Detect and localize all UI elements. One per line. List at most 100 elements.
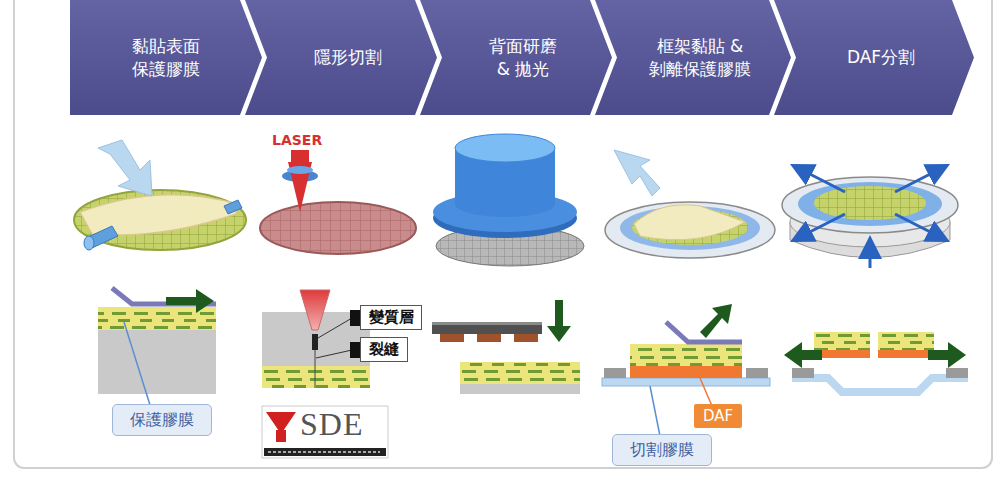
logo-text: SDE xyxy=(300,406,363,443)
frame-mount-illustration-part xyxy=(634,205,745,240)
expand-cross-section-part xyxy=(814,350,870,358)
expander-illustration-part xyxy=(798,214,845,238)
laser-wafer-illustration-part xyxy=(260,202,416,254)
expander-illustration-part xyxy=(798,182,942,226)
wafer-tape-illustration-part xyxy=(80,195,238,235)
grind-cross-section xyxy=(432,300,580,394)
laser-cross-section-part xyxy=(350,342,360,358)
laser-cross-section-part xyxy=(315,350,316,388)
grind-cross-section-part xyxy=(460,384,580,394)
layer-tag: 保護膠膜 xyxy=(112,404,212,436)
grinder-illustration xyxy=(433,134,584,266)
chevron-fill xyxy=(245,0,437,115)
text-holder: DAF分割 xyxy=(774,0,974,115)
sde-logo-part xyxy=(276,430,286,442)
chevron-shape xyxy=(595,0,791,115)
expander-illustration-part xyxy=(814,186,926,220)
expander-illustration-part xyxy=(895,214,942,238)
laser-wafer-illustration-part xyxy=(288,162,312,212)
text-holder: 裂縫 xyxy=(361,338,407,361)
tape-cross-section xyxy=(98,288,216,405)
mount-cross-section-part xyxy=(700,304,732,338)
callout-text: 保護膠膜 xyxy=(130,410,194,431)
expand-cross-section-part xyxy=(946,368,968,378)
wafer-tape-illustration-part xyxy=(224,200,242,214)
laser-cross-section-part xyxy=(316,350,352,358)
callout-box: 變質層 xyxy=(360,305,422,330)
step-chevron: 背面研磨 & 拋光 xyxy=(420,0,612,115)
expand-cross-section-part xyxy=(792,378,968,392)
grind-cross-section-part xyxy=(432,322,542,334)
frame-mount-illustration-part xyxy=(605,202,775,258)
mount-cross-section-part xyxy=(700,378,712,406)
sde-logo-part xyxy=(268,451,380,453)
text-holder: 背面研磨 & 拋光 xyxy=(420,0,612,115)
chevron-fill xyxy=(420,0,612,115)
mount-cross-section-part xyxy=(630,366,742,378)
expand-cross-section-part xyxy=(878,332,934,350)
grind-cross-section-part xyxy=(432,322,542,325)
grind-cross-section-part xyxy=(440,334,464,342)
laser-wafer-illustration xyxy=(260,150,416,254)
frame-mount-illustration-part xyxy=(614,150,660,196)
expander-illustration-part xyxy=(869,244,872,268)
step-chevron: 黏貼表面 保護膠膜 xyxy=(70,0,262,115)
step-title: 背面研磨 & 拋光 xyxy=(483,35,563,81)
wafer-tape-illustration xyxy=(74,140,246,250)
callout-text: 切割膠膜 xyxy=(630,440,694,461)
callout-text: 裂縫 xyxy=(369,340,399,359)
wafer-tape-illustration-part xyxy=(98,140,152,196)
grinder-illustration-part xyxy=(455,191,555,217)
wafer-tape-illustration-part xyxy=(74,190,246,250)
text-holder: 切割膠膜 xyxy=(613,435,711,465)
sde-logo-part xyxy=(264,448,386,456)
chevron-fill xyxy=(774,0,974,115)
grinder-illustration-part xyxy=(455,134,555,162)
tape-cross-section-part xyxy=(98,330,216,394)
chevron-shape xyxy=(70,0,262,115)
grind-cross-section-part xyxy=(477,334,501,342)
chevron-fill xyxy=(595,0,791,115)
grinder-illustration-part xyxy=(433,192,577,232)
chevron-fill xyxy=(70,0,262,115)
laser-wafer-illustration-part xyxy=(291,150,309,162)
callout-box: 裂縫 xyxy=(360,337,408,362)
laser-cross-section-part xyxy=(262,366,370,388)
laser-cross-section-part xyxy=(318,318,352,338)
expander-illustration-part xyxy=(782,177,958,233)
expander-illustration xyxy=(782,168,958,268)
laser-cross-section xyxy=(262,290,370,388)
chevron-shape xyxy=(420,0,612,115)
tape-cross-section-part xyxy=(124,322,150,405)
step-title: DAF分割 xyxy=(826,46,936,69)
text-holder: 保護膠膜 xyxy=(113,405,211,435)
expand-cross-section-part xyxy=(792,368,814,378)
mount-cross-section-part xyxy=(604,368,626,378)
sde-logo-part xyxy=(262,406,388,458)
text-holder: 框架黏貼 & 剝離保護膠膜 xyxy=(595,0,791,115)
tape-cross-section-part xyxy=(166,289,214,313)
layer-tag: 切割膠膜 xyxy=(612,434,712,466)
mount-cross-section-part xyxy=(650,386,660,436)
step-chevron: DAF分割 xyxy=(774,0,974,115)
step-chevron: 框架黏貼 & 剝離保護膠膜 xyxy=(595,0,791,115)
text-holder: 隱形切割 xyxy=(245,0,437,115)
laser-label: LASER xyxy=(272,132,322,148)
grind-cross-section-part xyxy=(460,362,580,384)
wafer-tape-illustration-part xyxy=(84,236,94,250)
sde-logo xyxy=(262,406,388,458)
step-title: 框架黏貼 & 剝離保護膠膜 xyxy=(635,35,765,81)
expand-cross-section-part xyxy=(814,332,870,350)
step-title: 黏貼表面 保護膠膜 xyxy=(126,35,206,81)
expand-cross-section-part xyxy=(928,342,966,368)
mount-cross-section xyxy=(602,304,770,436)
expand-cross-section-part xyxy=(784,342,822,368)
laser-cross-section-part xyxy=(300,290,330,330)
mount-cross-section-part xyxy=(630,344,742,366)
laser-cross-section-part xyxy=(350,310,360,326)
laser-wafer-illustration-part xyxy=(287,166,313,174)
mount-cross-section-part xyxy=(602,378,770,386)
mount-cross-section-part xyxy=(746,368,768,378)
callout-text: 變質層 xyxy=(369,308,414,327)
